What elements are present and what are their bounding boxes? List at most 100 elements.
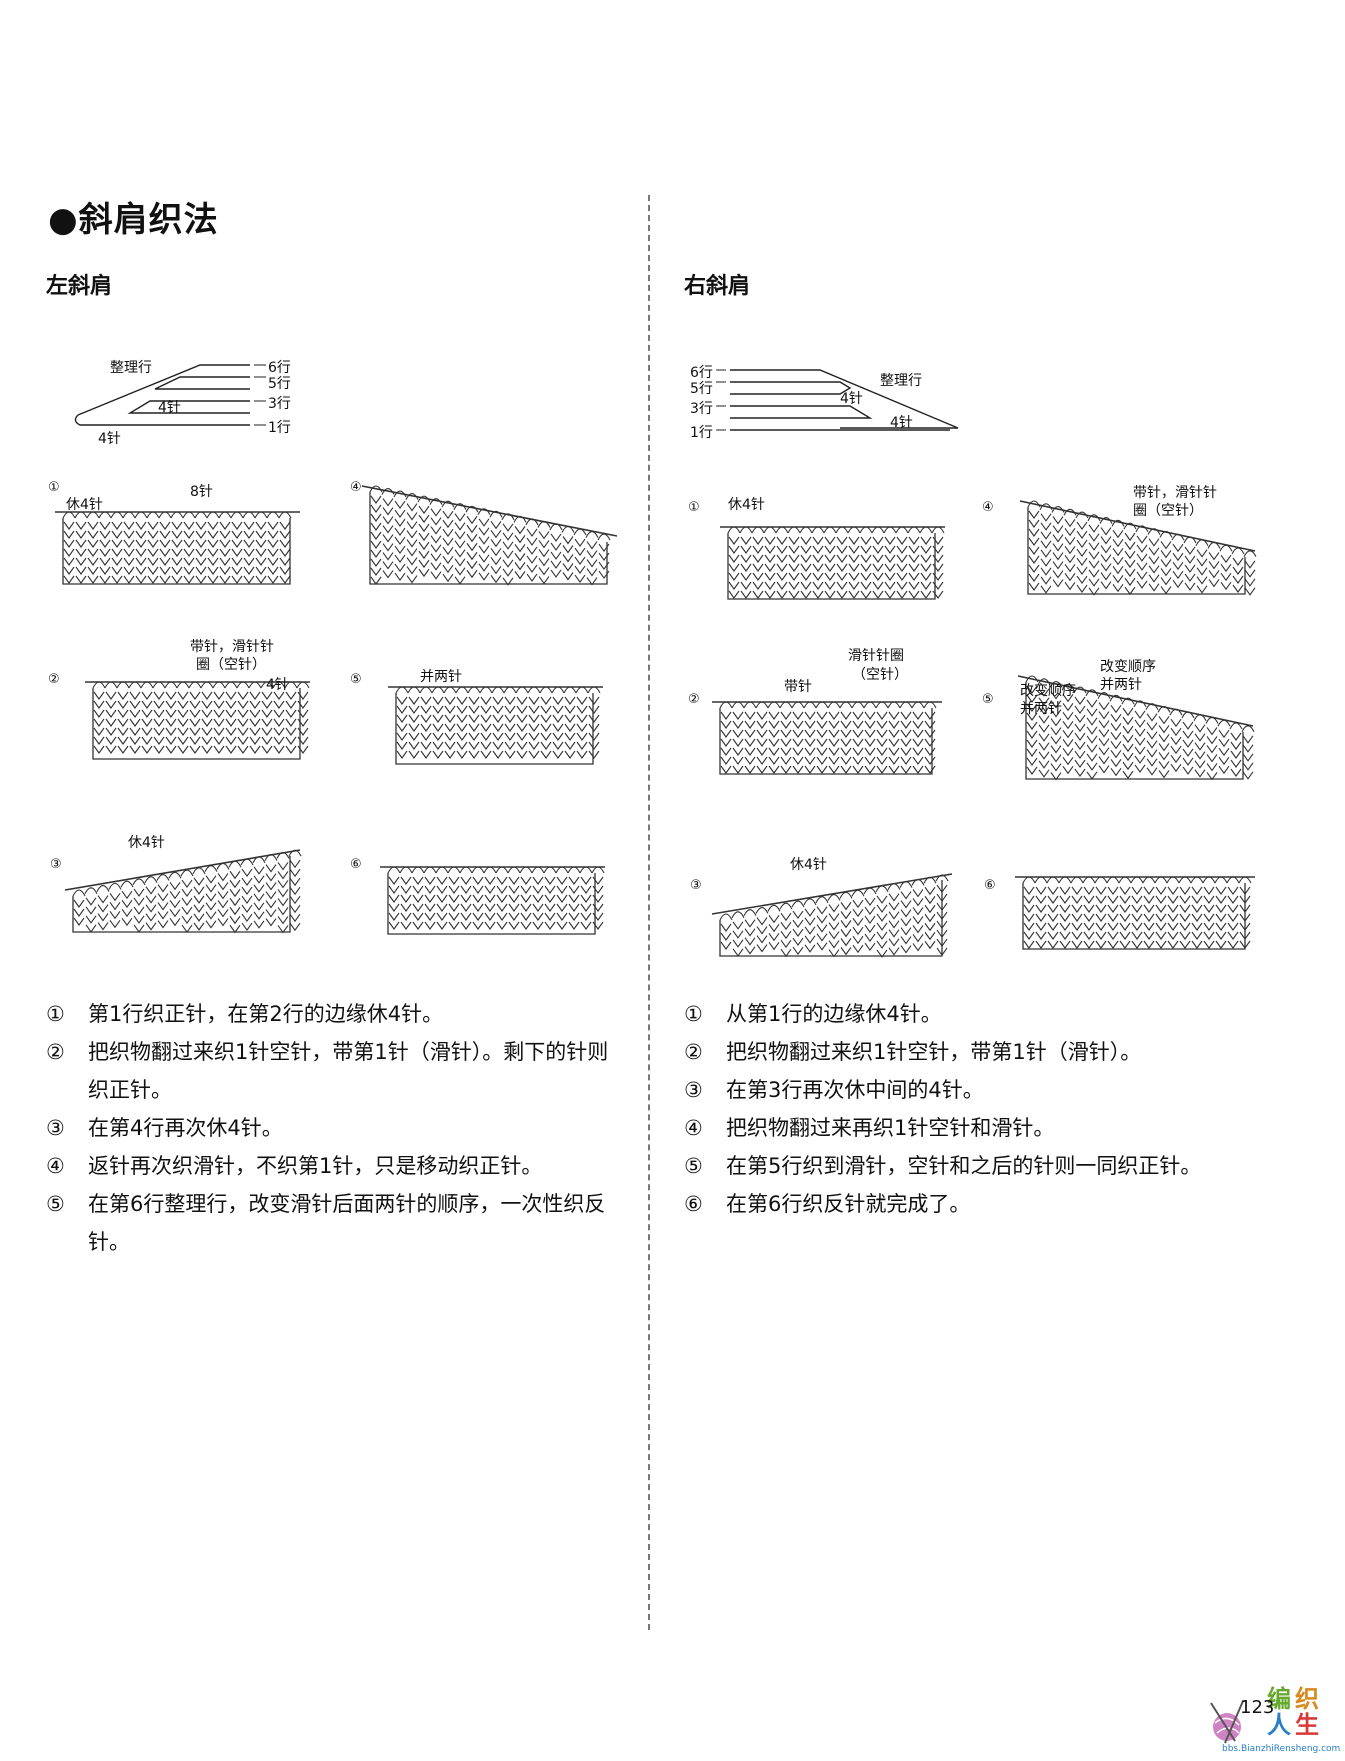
left-fig-2-label-2: 圈（空针） (196, 657, 266, 673)
left-schema-row-5: 5行 (268, 376, 291, 392)
step-text: 把织物翻过来织1针空针，带第1针（滑针）。 (726, 1040, 1142, 1064)
left-schema-stitch-bottom: 4针 (98, 431, 121, 447)
step-text: 从第1行的边缘休4针。 (726, 1002, 942, 1026)
right-steps-list: ① 从第1行的边缘休4针。 ② 把织物翻过来织1针空针，带第1针（滑针）。 ③ 在第3… (684, 995, 1284, 1223)
left-section-heading: 左斜肩 (46, 274, 113, 299)
left-schema-row-6: 6行 (268, 360, 291, 376)
step-text: 在第6行整理行，改变滑针后面两针的顺序，一次性织反针。 (88, 1192, 606, 1254)
right-fig-2-fabric (712, 701, 942, 775)
right-step: ③ 在第3行再次休中间的4针。 (684, 1071, 1284, 1109)
right-schema-row-3: 3行 (690, 401, 713, 417)
left-schema-row-3: 3行 (268, 396, 291, 412)
right-fig-5-label-3: 改变顺序 (1020, 683, 1076, 699)
left-schema-shape (74, 364, 266, 426)
step-marker: ④ (684, 1116, 703, 1140)
step-text: 在第5行织到滑针，空针和之后的针则一同织正针。 (726, 1154, 1202, 1178)
step-marker: ① (46, 1002, 65, 1026)
step-marker: ④ (46, 1154, 65, 1178)
right-fig-4-label-1: 带针，滑针针 (1133, 485, 1217, 501)
left-fig-3-fabric (64, 849, 302, 934)
left-fig-1-label-2: 8针 (190, 484, 213, 500)
right-fig-1-label-1: 休4针 (728, 497, 765, 513)
step-text: 第1行织正针，在第2行的边缘休4针。 (88, 1002, 444, 1026)
right-step: ② 把织物翻过来织1针空针，带第1针（滑针）。 (684, 1033, 1284, 1071)
right-schema-row-6: 6行 (690, 365, 713, 381)
left-step: ② 把织物翻过来织1针空针，带第1针（滑针）。剩下的针则织正针。 (46, 1033, 621, 1109)
step-marker: ① (684, 1002, 703, 1026)
right-fig-5-label-1: 改变顺序 (1100, 659, 1156, 675)
step-text: 在第6行织反针就完成了。 (726, 1192, 971, 1216)
left-fig-5-number: ⑤ (350, 672, 362, 687)
left-fig-5-fabric (388, 686, 603, 765)
yarn-ball-icon: 编 织 人 生 (1210, 1685, 1319, 1744)
step-text: 把织物翻过来织1针空针，带第1针（滑针）。剩下的针则织正针。 (88, 1040, 609, 1102)
step-marker: ⑤ (46, 1192, 65, 1216)
left-fig-4-fabric (361, 485, 618, 586)
left-step: ④ 返针再次织滑针，不织第1针，只是移动织正针。 (46, 1147, 621, 1185)
right-step: ① 从第1行的边缘休4针。 (684, 995, 1284, 1033)
svg-text:编: 编 (1267, 1685, 1291, 1713)
right-schema-row-5: 5行 (690, 381, 713, 397)
step-marker: ⑤ (684, 1154, 703, 1178)
page-number: 123 (1240, 1697, 1275, 1718)
left-fig-2-label-1: 带针，滑针针 (190, 639, 274, 655)
right-fig-3-number: ③ (690, 878, 702, 893)
left-fig-1-number: ① (48, 480, 60, 495)
svg-text:生: 生 (1295, 1711, 1319, 1739)
left-step: ③ 在第4行再次休4针。 (46, 1109, 621, 1147)
right-fig-2-label-2: （空针） (852, 667, 908, 683)
step-marker: ⑥ (684, 1192, 703, 1216)
left-fig-6-number: ⑥ (350, 857, 362, 872)
right-fig-3-fabric (711, 873, 953, 958)
right-schema-stitch-bottom: 4针 (890, 415, 913, 431)
step-text: 在第3行再次休中间的4针。 (726, 1078, 984, 1102)
left-fig-3-label-1: 休4针 (128, 835, 165, 851)
step-marker: ② (46, 1040, 65, 1064)
right-fig-5-number: ⑤ (982, 692, 994, 707)
left-step: ⑤ 在第6行整理行，改变滑针后面两针的顺序，一次性织反针。 (46, 1185, 621, 1261)
left-fig-6-fabric (380, 866, 605, 935)
left-fig-2-number: ② (48, 672, 60, 687)
step-marker: ③ (46, 1116, 65, 1140)
left-fig-3-number: ③ (50, 857, 62, 872)
left-step: ① 第1行织正针，在第2行的边缘休4针。 (46, 995, 621, 1033)
site-watermark-logo: 编 织 人 生 (1205, 1683, 1335, 1751)
right-step: ④ 把织物翻过来再织1针空针和滑针。 (684, 1109, 1284, 1147)
page-title: ●斜肩织法 (48, 200, 219, 240)
right-fig-1-fabric (720, 526, 945, 600)
step-marker: ③ (684, 1078, 703, 1102)
right-fig-5-fabric (1017, 675, 1255, 781)
right-fig-5-label-2: 并两针 (1100, 677, 1142, 693)
left-steps-list: ① 第1行织正针，在第2行的边缘休4针。 ② 把织物翻过来织1针空针，带第1针（滑针… (46, 995, 621, 1261)
left-fig-5-label-1: 并两针 (420, 669, 462, 685)
right-schema-tidy-row: 整理行 (880, 373, 922, 389)
left-schema-tidy-row: 整理行 (110, 360, 152, 376)
step-text: 把织物翻过来再织1针空针和滑针。 (726, 1116, 1055, 1140)
left-fig-1-label-1: 休4针 (66, 497, 103, 513)
step-text: 在第4行再次休4针。 (88, 1116, 283, 1140)
left-fig-4-number: ④ (350, 480, 362, 495)
right-step: ⑤ 在第5行织到滑针，空针和之后的针则一同织正针。 (684, 1147, 1284, 1185)
left-fig-2-fabric (85, 681, 310, 760)
right-schema-row-1: 1行 (690, 425, 713, 441)
step-text: 返针再次织滑针，不织第1针，只是移动织正针。 (88, 1154, 543, 1178)
right-section-heading: 右斜肩 (684, 274, 751, 299)
column-divider (648, 195, 650, 1630)
left-fig-1-fabric (55, 511, 300, 585)
right-schema-shape (716, 369, 959, 431)
right-fig-2-number: ② (688, 692, 700, 707)
right-fig-6-fabric (1015, 876, 1255, 950)
left-schema-stitch-top: 4针 (158, 400, 181, 416)
right-fig-2-label-3: 带针 (784, 679, 812, 695)
right-fig-4-fabric (1019, 500, 1257, 596)
right-fig-2-label-1: 滑针针圈 (848, 648, 904, 664)
right-fig-4-label-2: 圈（空针） (1133, 503, 1203, 519)
svg-text:织: 织 (1295, 1685, 1319, 1713)
step-marker: ② (684, 1040, 703, 1064)
svg-text:人: 人 (1267, 1711, 1291, 1739)
left-schema-diagram: 整理行 6行 5行 3行 1行 4针 4针 (70, 355, 310, 455)
right-schema-stitch-top: 4针 (840, 391, 863, 407)
left-fig-2-label-3: 4针 (266, 677, 289, 693)
right-fig-1-number: ① (688, 500, 700, 515)
watermark-url: bbs.BianzhiRensheng.com (1222, 1744, 1341, 1754)
